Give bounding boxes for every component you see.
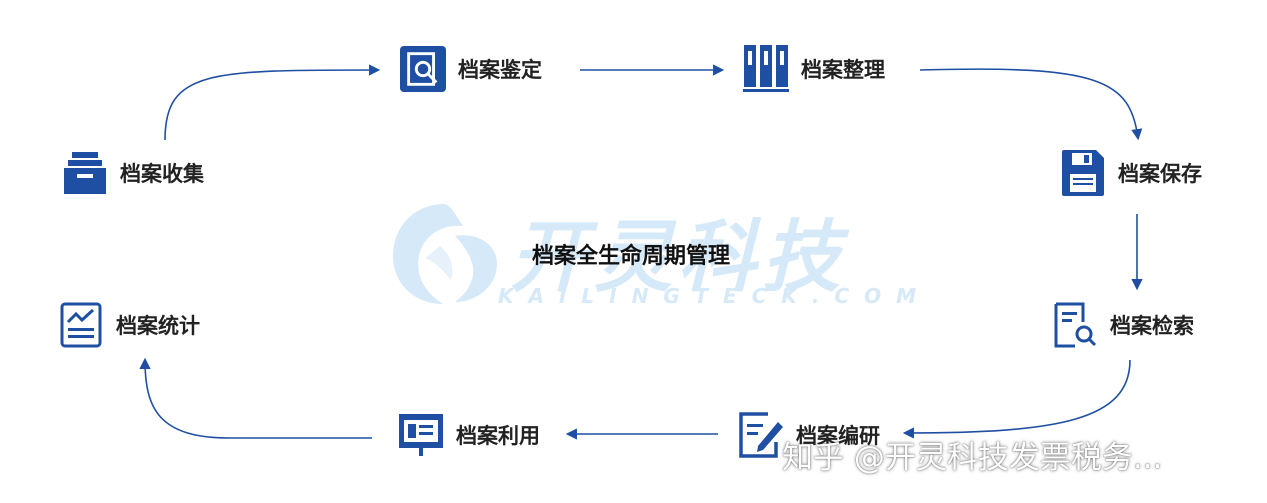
node-retrieve: 档案检索 (1052, 302, 1194, 348)
edit-document-icon (738, 412, 784, 458)
node-use: 档案利用 (398, 412, 540, 458)
watermark-logo-icon (385, 196, 505, 315)
node-stats: 档案统计 (58, 302, 200, 348)
node-collect: 档案收集 (62, 150, 204, 196)
node-collect-label: 档案收集 (120, 162, 204, 186)
node-store: 档案保存 (1060, 150, 1202, 196)
document-search-icon (400, 46, 446, 92)
arrow-organize-to-store (919, 68, 1143, 141)
document-magnifier-icon (1052, 302, 1098, 348)
arrow-retrieve-to-compile (902, 359, 1131, 439)
line-chart-document-icon (58, 302, 104, 348)
watermark-subtext: KAILINGTECK.COM (498, 284, 932, 308)
node-store-label: 档案保存 (1118, 162, 1202, 186)
node-organize: 档案整理 (743, 45, 885, 92)
floppy-disk-icon (1060, 150, 1106, 196)
inbox-tray-icon (62, 150, 108, 196)
node-organize-label: 档案整理 (801, 58, 885, 82)
node-stats-label: 档案统计 (116, 314, 200, 338)
node-appraise-label: 档案鉴定 (458, 58, 542, 82)
binders-icon (743, 45, 789, 92)
node-appraise: 档案鉴定 (400, 46, 542, 92)
presentation-board-icon (398, 412, 444, 458)
footer-credit: 知乎 @开灵科技发票税务... (782, 440, 1163, 476)
arrow-use-to-stats (139, 357, 372, 439)
node-compile-label: 档案编研 (796, 424, 880, 448)
node-retrieve-label: 档案检索 (1110, 314, 1194, 338)
node-compile: 档案编研 (738, 412, 880, 458)
node-use-label: 档案利用 (456, 424, 540, 448)
center-title: 档案全生命周期管理 (532, 244, 731, 269)
watermark-text: 开灵科技 (510, 213, 847, 303)
arrow-collect-to-appraise (164, 64, 381, 141)
